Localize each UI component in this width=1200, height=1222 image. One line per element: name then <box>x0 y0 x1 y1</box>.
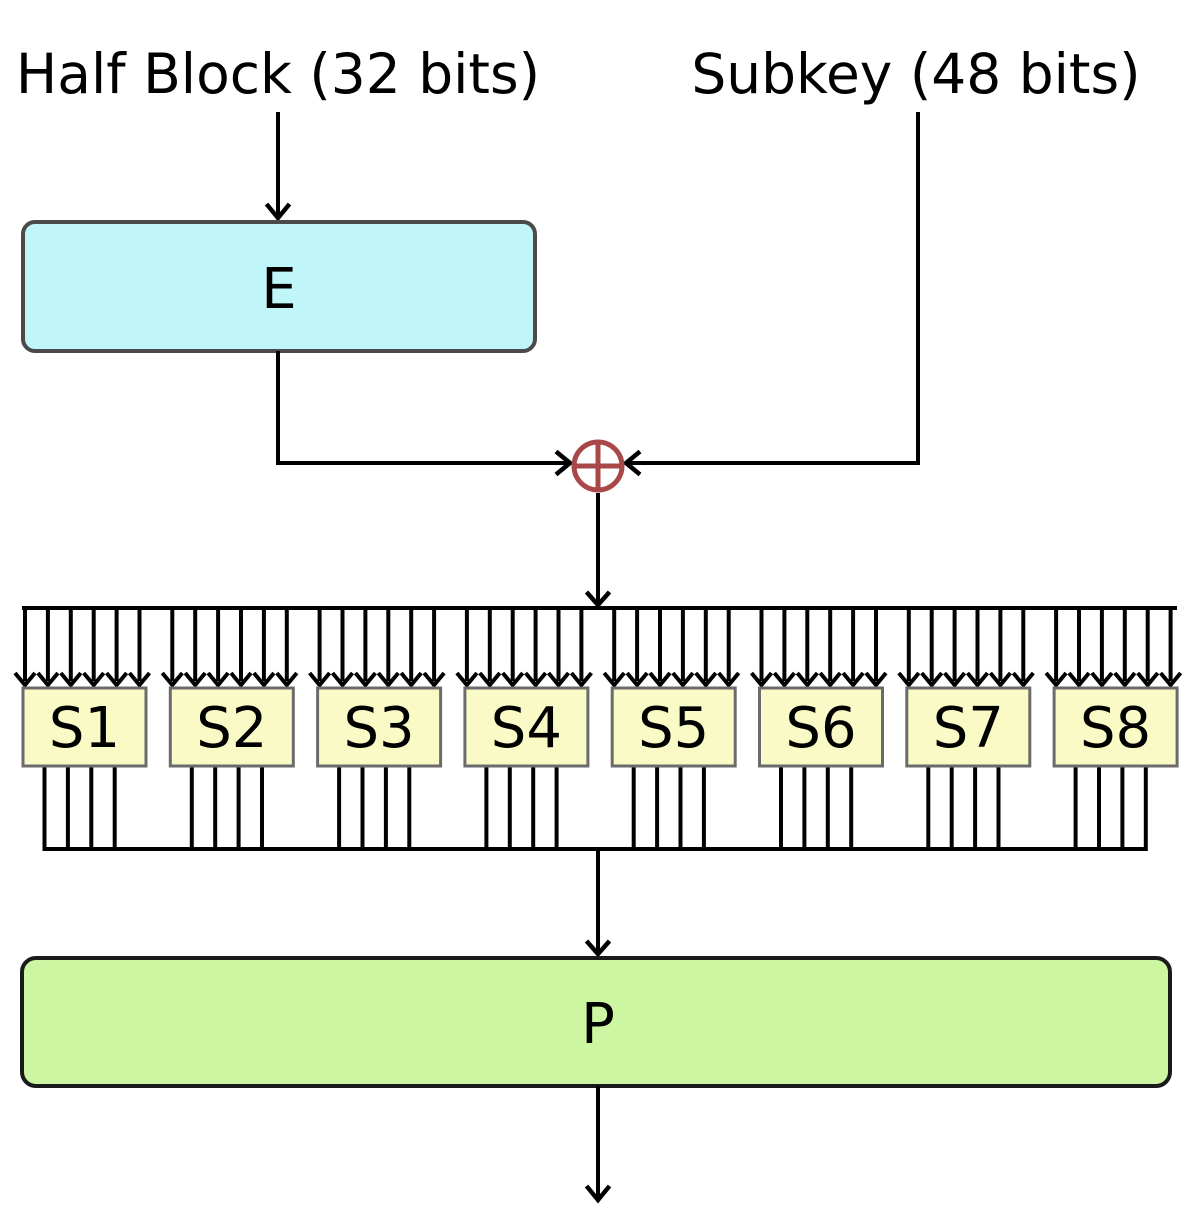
sbox-label: S4 <box>491 696 562 761</box>
arrowhead-down-icon <box>648 671 672 689</box>
arrowhead-down-icon <box>694 671 718 689</box>
xor-icon <box>571 439 625 493</box>
arrowhead-down-icon <box>183 671 207 689</box>
arrowhead-down-icon <box>841 671 865 689</box>
arrow-shaft <box>628 112 920 465</box>
arrowhead-down-icon <box>795 671 819 689</box>
arrowhead-down-icon <box>569 671 593 689</box>
sbox-row: S1 S2 S3 S4 S5 S6 S7 S8 <box>13 608 1183 851</box>
arrowhead-down-icon <box>229 671 253 689</box>
arrowhead-down-icon <box>584 590 612 609</box>
arrowhead-down-icon <box>376 671 400 689</box>
sbox-label: S3 <box>344 696 415 761</box>
arrowhead-down-icon <box>749 671 774 689</box>
arrowhead-down-icon <box>206 671 230 689</box>
arrowhead-down-icon <box>160 671 184 689</box>
permutation-box-label: P <box>581 992 615 1057</box>
xor-cross <box>574 442 622 490</box>
arrowhead-down-icon <box>1090 671 1114 689</box>
e-to-xor-arrow <box>276 351 574 477</box>
arrowhead-down-icon <box>59 671 83 689</box>
sbox-S5: S5 <box>602 608 741 851</box>
arrowhead-down-icon <box>455 671 479 689</box>
sbox-label: S1 <box>49 696 120 761</box>
arrowhead-down-icon <box>127 671 152 689</box>
subkey-label: Subkey (48 bits) <box>691 42 1140 106</box>
arrowhead-right-icon <box>554 449 574 477</box>
sbox-S8: S8 <box>1044 608 1183 851</box>
arrowhead-down-icon <box>275 671 299 689</box>
arrowhead-down-icon <box>1136 671 1160 689</box>
sbox-rect <box>21 686 148 768</box>
arrowhead-down-icon <box>546 671 571 689</box>
half-block-label: Half Block (32 bits) <box>16 42 540 106</box>
arrowhead-down-icon <box>965 671 990 689</box>
sbox-S6: S6 <box>749 608 888 851</box>
sbox-rect <box>610 686 737 768</box>
arrowhead-down-icon <box>264 202 292 222</box>
arrowhead-down-icon <box>584 939 612 958</box>
arrowhead-down-icon <box>13 671 37 689</box>
arrowhead-down-icon <box>625 671 649 689</box>
arrowhead-down-icon <box>717 671 741 689</box>
subkey-to-xor-arrow <box>622 112 920 477</box>
arrowhead-down-icon <box>252 671 276 689</box>
sbox-label: S2 <box>196 696 267 761</box>
arrowhead-down-icon <box>864 671 888 689</box>
arrowhead-down-icon <box>422 671 446 689</box>
arrowhead-down-icon <box>920 671 944 689</box>
sbox-S7: S7 <box>897 608 1035 851</box>
permutation-box: P <box>20 956 1172 1088</box>
half-block-arrow <box>264 112 292 222</box>
arrowhead-down-icon <box>1011 671 1035 689</box>
arrowhead-down-icon <box>524 671 548 689</box>
arrowhead-down-icon <box>501 671 525 689</box>
arrowhead-down-icon <box>584 1184 612 1204</box>
sbox-rect <box>463 686 590 768</box>
arrowhead-down-icon <box>1113 671 1137 689</box>
xor-to-bus-arrow <box>584 493 612 609</box>
arrowhead-down-icon <box>353 671 377 689</box>
arrowhead-down-icon <box>330 671 355 689</box>
sbox-S2: S2 <box>160 608 299 851</box>
sbox-rect <box>1052 686 1179 768</box>
sbox-label: S7 <box>933 696 1004 761</box>
sbox-rect <box>168 686 295 768</box>
sbox-S3: S3 <box>308 608 446 851</box>
bus-to-p-arrow <box>584 849 612 958</box>
arrowhead-down-icon <box>478 671 502 689</box>
arrowhead-down-icon <box>818 671 842 689</box>
arrowhead-left-icon <box>622 449 642 477</box>
arrowhead-down-icon <box>772 671 796 689</box>
sbox-label: S5 <box>638 696 709 761</box>
arrowhead-down-icon <box>602 671 626 689</box>
sbox-label: S6 <box>785 696 856 761</box>
arrowhead-down-icon <box>36 671 60 689</box>
expansion-box: E <box>21 220 537 353</box>
sbox-S1: S1 <box>13 608 152 851</box>
arrowhead-down-icon <box>988 671 1012 689</box>
sbox-rect <box>316 686 443 768</box>
arrowhead-down-icon <box>82 671 106 689</box>
arrowhead-down-icon <box>1159 671 1183 689</box>
sbox-rect <box>758 686 884 768</box>
arrow-shaft <box>276 351 568 465</box>
arrowhead-down-icon <box>671 671 695 689</box>
arrowhead-down-icon <box>308 671 332 689</box>
arrowhead-down-icon <box>399 671 423 689</box>
p-output-arrow <box>584 1086 612 1204</box>
arrowhead-down-icon <box>897 671 921 689</box>
sbox-label: S8 <box>1080 696 1151 761</box>
arrowhead-down-icon <box>1044 671 1068 689</box>
arrowhead-down-icon <box>1067 671 1091 689</box>
arrowhead-down-icon <box>943 671 967 689</box>
sbox-S4: S4 <box>455 608 593 851</box>
sbox-rect <box>905 686 1032 768</box>
arrowhead-down-icon <box>105 671 129 689</box>
expansion-box-label: E <box>261 257 296 322</box>
